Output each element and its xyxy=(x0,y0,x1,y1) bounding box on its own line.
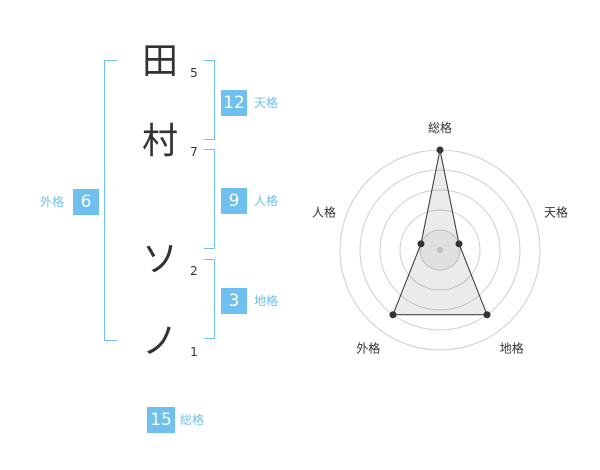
jinkaku-label: 人格 xyxy=(254,194,279,208)
stroke-count-3: 2 xyxy=(190,264,198,278)
name-char-3: ソ xyxy=(141,239,178,280)
stroke-count-2: 7 xyxy=(190,145,198,159)
name-char-4: ノ xyxy=(141,321,178,362)
radar-axis-label: 天格 xyxy=(544,204,568,219)
gaikaku-value: 6 xyxy=(73,189,99,215)
radar-data-shape xyxy=(392,149,488,316)
tenkaku-value: 12 xyxy=(221,90,247,116)
radar-axis-label: 地格 xyxy=(500,341,524,356)
tenkaku-label: 天格 xyxy=(254,96,279,110)
radar-axis-label: 人格 xyxy=(312,204,336,219)
radar-ring xyxy=(399,209,481,291)
stroke-count-1: 5 xyxy=(190,66,198,80)
radar-points xyxy=(389,146,491,319)
radar-ring xyxy=(359,169,521,331)
chikaku-bracket xyxy=(204,259,215,339)
radar-point xyxy=(436,146,444,154)
radar-axis-label: 総格 xyxy=(428,120,452,135)
chikaku-label: 地格 xyxy=(254,294,279,308)
radar-center xyxy=(437,247,443,253)
radar-point xyxy=(389,311,397,319)
radar-axis-label: 外格 xyxy=(356,341,380,356)
gaikaku-bracket xyxy=(104,60,117,341)
chikaku-value: 3 xyxy=(221,288,247,314)
radar-point xyxy=(483,311,491,319)
name-char-2: 村 xyxy=(141,121,178,162)
radar-ring xyxy=(379,189,501,311)
gaikaku-label: 外格 xyxy=(40,195,65,209)
soukaku-label: 総格 xyxy=(180,413,205,427)
radar-point xyxy=(417,240,425,248)
jinkaku-bracket xyxy=(204,149,215,249)
radar-point xyxy=(455,240,463,248)
tenkaku-bracket xyxy=(204,60,215,140)
stroke-count-4: 1 xyxy=(190,345,198,359)
radar-grid xyxy=(339,149,541,351)
name-char-1: 田 xyxy=(141,41,178,82)
jinkaku-value: 9 xyxy=(221,188,247,214)
soukaku-value: 15 xyxy=(147,407,175,433)
